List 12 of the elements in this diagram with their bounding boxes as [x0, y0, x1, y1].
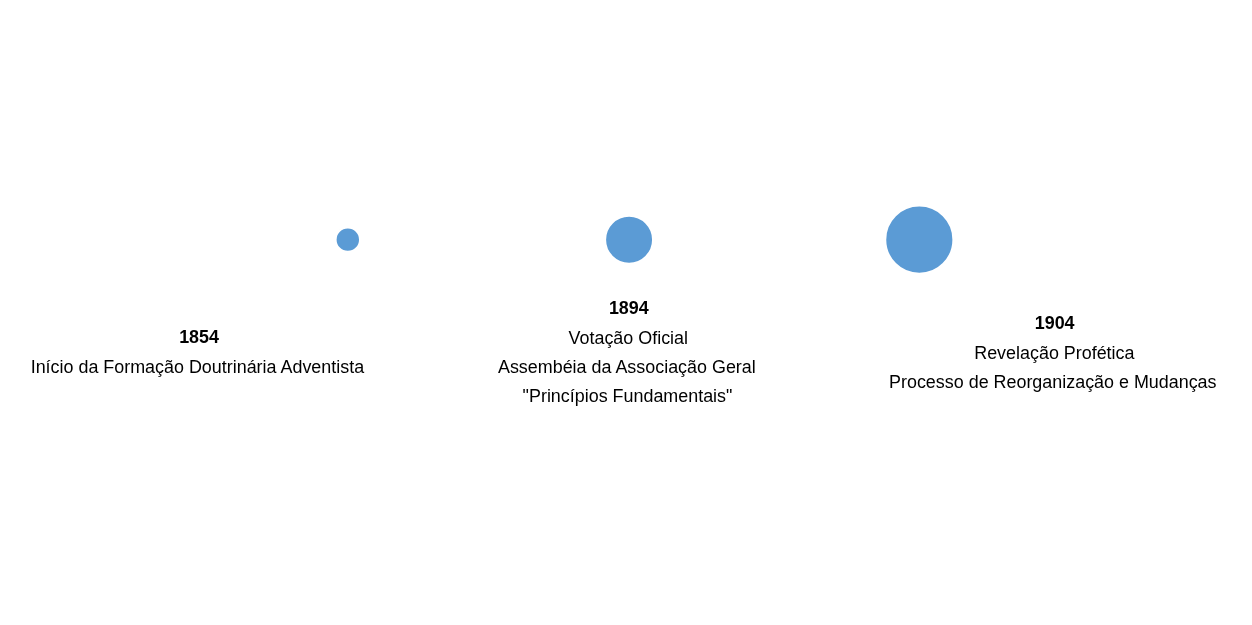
node-label: Início da Formação Doutrinária Adventista: [30, 357, 365, 378]
node-label: "Princípios Fundamentais": [522, 386, 733, 407]
node-circle: [334, 226, 362, 254]
node-label: Votação Oficial: [568, 328, 689, 349]
node-label: 1854: [179, 327, 219, 348]
node-circle: [884, 204, 955, 275]
node-label: Revelação Profética: [974, 342, 1135, 363]
node-label: Processo de Reorganização e Mudanças: [889, 371, 1217, 392]
node-label: Assembéia da Associação Geral: [497, 357, 756, 378]
node-label: 1894: [608, 297, 649, 318]
node-label: 1904: [1034, 312, 1075, 333]
node-circle: [603, 214, 655, 265]
